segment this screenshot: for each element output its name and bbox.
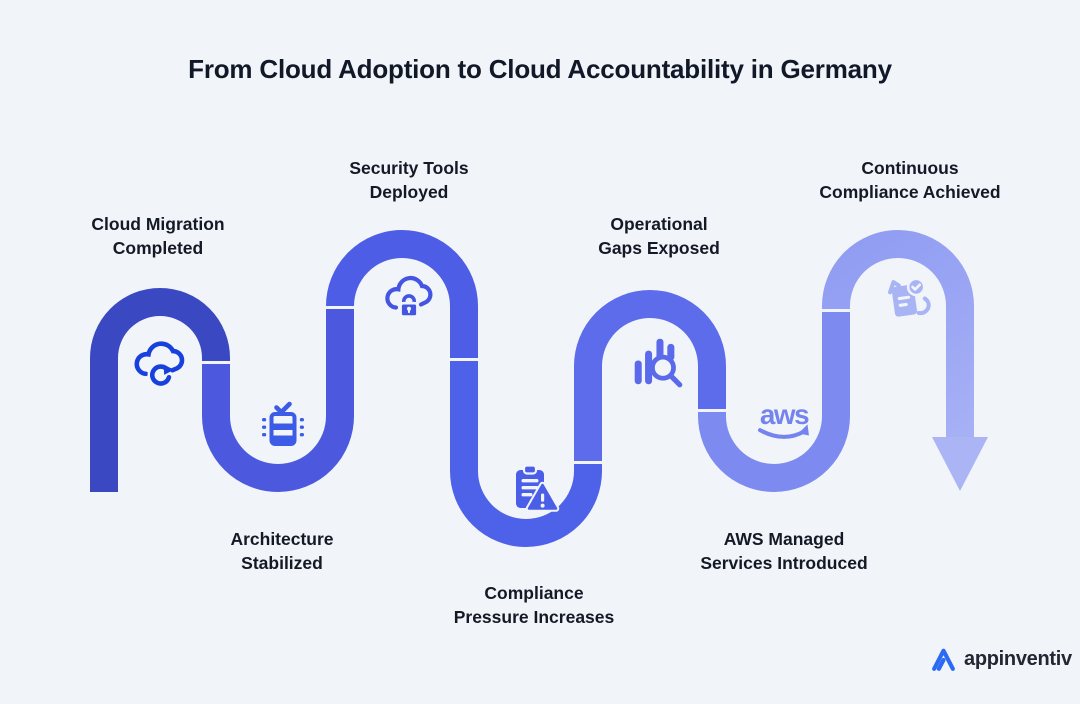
cloud-sync-icon bbox=[130, 337, 188, 391]
milestone-label-compliance-pressure: Compliance Pressure Increases bbox=[453, 583, 615, 627]
server-check-icon bbox=[255, 396, 311, 452]
ribbon-segment-4 bbox=[450, 361, 602, 547]
cloud-lock-icon bbox=[381, 273, 437, 325]
aws-logo-icon: aws bbox=[751, 398, 817, 446]
appinventiv-logo-icon bbox=[932, 648, 955, 671]
brand-name: appinventiv bbox=[964, 648, 1072, 670]
milestone-label-cloud-migration: Cloud Migration Completed bbox=[91, 214, 225, 258]
clipboard-warning-icon bbox=[503, 460, 563, 518]
milestone-label-architecture: Architecture Stabilized bbox=[230, 529, 334, 573]
milestone-label-security-tools: Security Tools Deployed bbox=[349, 158, 469, 202]
brand-logo: appinventiv bbox=[930, 646, 1072, 673]
ribbon-segment-7 bbox=[822, 230, 974, 441]
milestone-label-aws-managed: AWS Managed Services Introduced bbox=[700, 529, 868, 573]
document-check-icon bbox=[877, 271, 935, 329]
chart-magnifier-icon bbox=[629, 333, 687, 391]
ribbon-segment-5 bbox=[574, 290, 726, 461]
aws-logo-text: aws bbox=[760, 399, 809, 430]
ribbon-arrow-head bbox=[932, 437, 988, 491]
page-title: From Cloud Adoption to Cloud Accountabil… bbox=[188, 54, 892, 84]
ribbon-segment-2 bbox=[202, 309, 354, 492]
ribbon-segment-1 bbox=[90, 288, 230, 492]
milestone-label-continuous-compliance: Continuous Compliance Achieved bbox=[819, 158, 1001, 202]
ribbon-segment-6 bbox=[698, 312, 850, 492]
ribbon-segment-3 bbox=[326, 230, 478, 358]
milestone-label-operational-gaps: Operational Gaps Exposed bbox=[598, 214, 720, 258]
